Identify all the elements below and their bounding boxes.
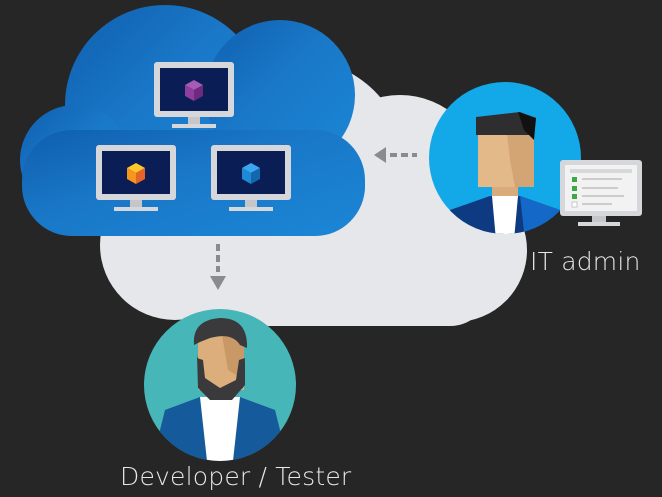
- vm-monitor-left: [96, 145, 176, 211]
- checklist-monitor-icon: [560, 160, 642, 226]
- arrow-left-icon: [374, 147, 417, 163]
- cube-icon: [242, 163, 260, 184]
- cube-icon: [185, 80, 203, 101]
- it-admin-label: IT admin: [530, 247, 641, 276]
- cube-icon: [127, 163, 145, 184]
- developer-tester-label: Developer / Tester: [120, 462, 352, 491]
- vm-monitor-right: [211, 145, 291, 211]
- developer-avatar: [144, 309, 296, 461]
- arrow-down-icon: [210, 244, 226, 290]
- vm-monitor-top: [154, 62, 234, 128]
